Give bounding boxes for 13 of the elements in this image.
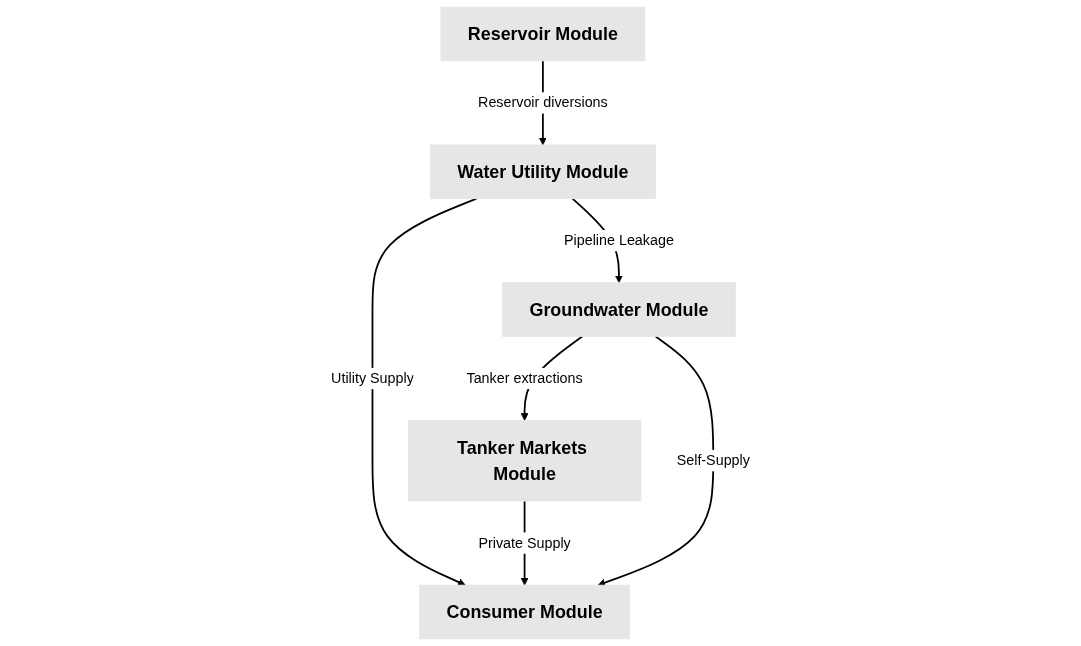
edge-label: Reservoir diversions	[478, 94, 608, 111]
edge-label: Self-Supply	[676, 452, 750, 468]
arrow	[597, 335, 715, 587]
edge-label: Tanker extractions	[466, 370, 583, 386]
node-box: Consumer Module	[419, 584, 630, 640]
node-box: Reservoir Module	[440, 6, 646, 62]
edge-label: Utility Supply	[331, 370, 414, 386]
arrow	[371, 197, 478, 586]
node-box: Water Utility Module	[429, 144, 656, 200]
edge-label: Private Supply	[478, 535, 571, 551]
node-box: Groundwater Module	[502, 282, 736, 337]
edge-label: Pipeline Leakage	[564, 232, 674, 248]
node-box: Tanker Markets Module	[407, 420, 642, 502]
